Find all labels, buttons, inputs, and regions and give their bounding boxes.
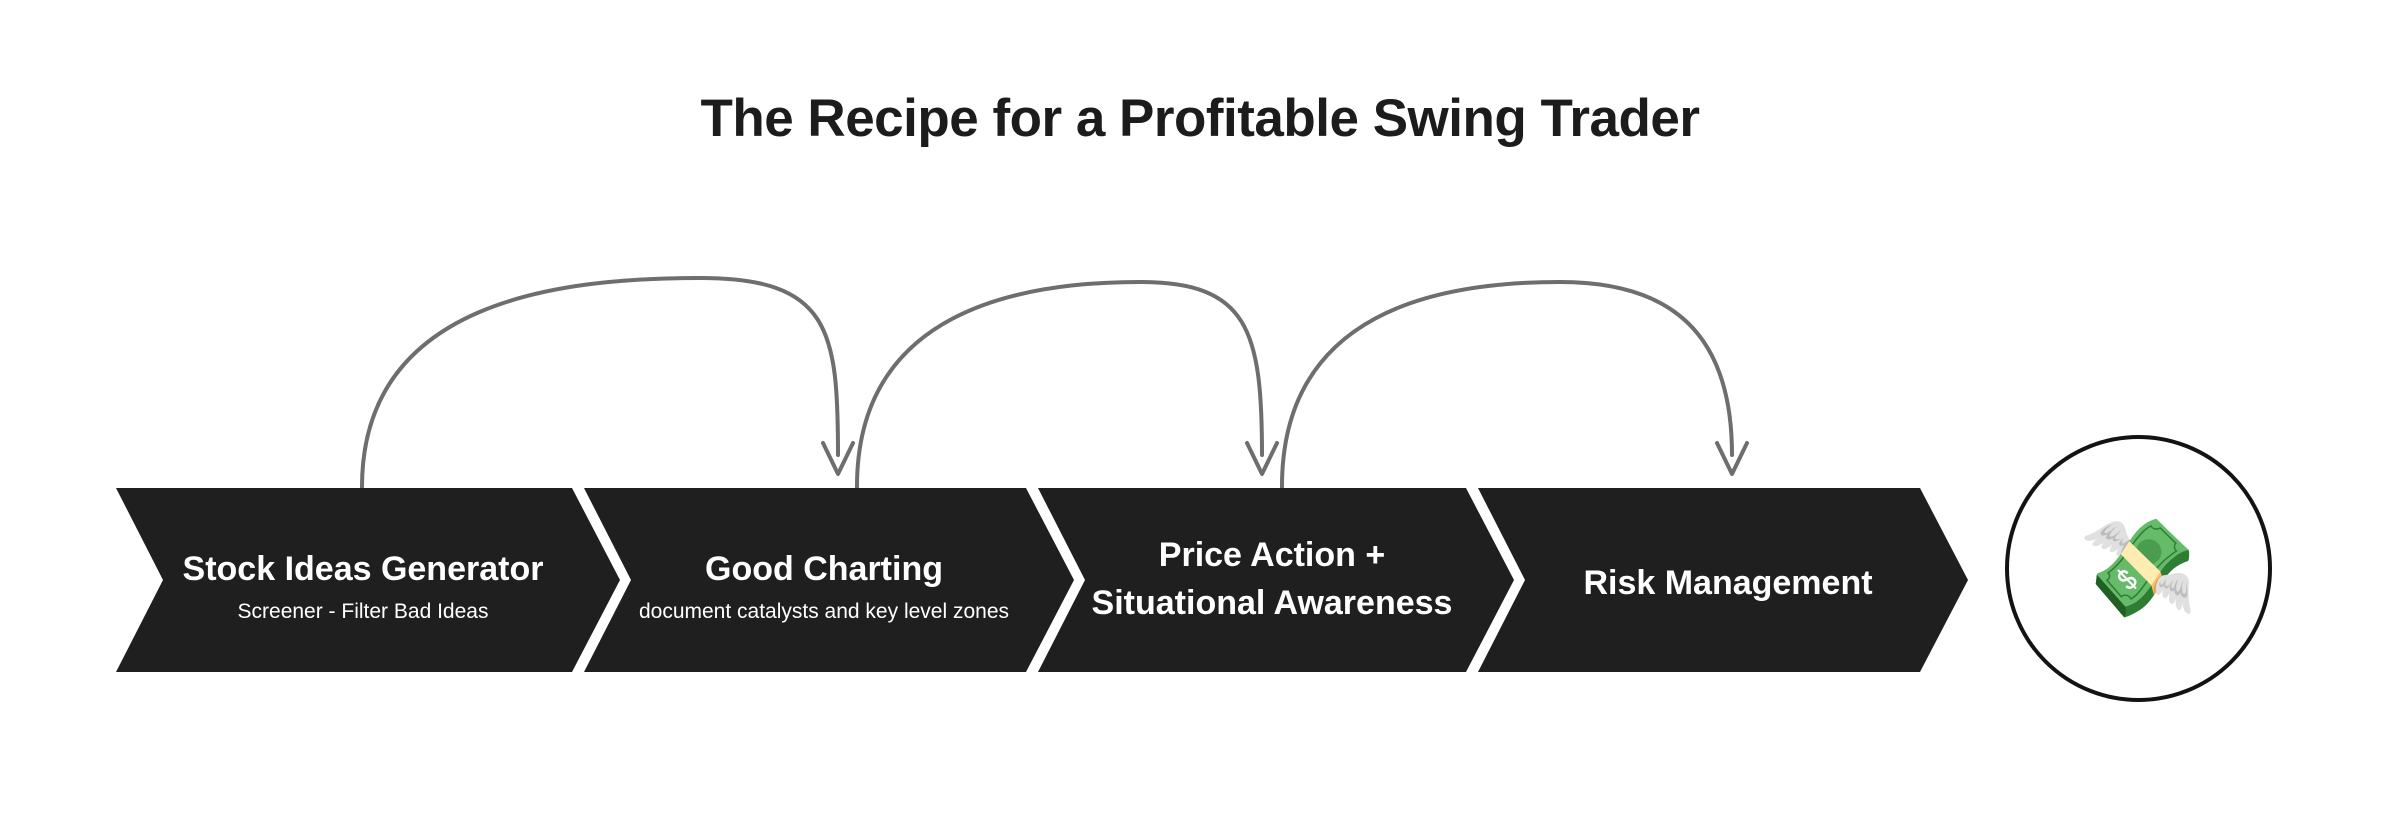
step-title: Stock Ideas Generator bbox=[183, 550, 544, 588]
arrow-curve bbox=[854, 279, 1264, 492]
arrow-head-icon bbox=[1715, 441, 1749, 476]
page-title: The Recipe for a Profitable Swing Trader bbox=[700, 89, 1700, 148]
money-with-wings-icon: 💸 bbox=[2078, 514, 2199, 622]
chevron-shape bbox=[584, 488, 1074, 672]
arrow-curve bbox=[1279, 279, 1734, 492]
chevron-shape bbox=[1038, 488, 1514, 672]
step-subtitle: document catalysts and key level zones bbox=[639, 600, 1009, 623]
arrow-curve bbox=[359, 275, 840, 492]
step-subtitle: Screener - Filter Bad Ideas bbox=[238, 600, 489, 623]
step-title-line-2: Situational Awareness bbox=[1092, 584, 1453, 622]
arrow-head-icon bbox=[1245, 441, 1279, 476]
chevron-shape bbox=[116, 488, 620, 672]
arrow-head-icon bbox=[821, 441, 855, 476]
chevron-shape bbox=[1478, 488, 1968, 672]
arrow-step2-to-step3 bbox=[854, 279, 1279, 492]
arrow-step1-to-step2 bbox=[359, 275, 855, 492]
outcome-badge: 💸 bbox=[2005, 435, 2272, 702]
process-step-1[interactable]: Stock Ideas Generator Screener - Filter … bbox=[116, 488, 620, 672]
step-title: Price Action + bbox=[1159, 536, 1385, 574]
step-title: Good Charting bbox=[705, 550, 943, 588]
arrow-group bbox=[359, 275, 1749, 492]
process-step-3[interactable]: Price Action + Situational Awareness bbox=[1038, 488, 1514, 672]
process-step-2[interactable]: Good Charting document catalysts and key… bbox=[584, 488, 1074, 672]
process-step-4[interactable]: Risk Management bbox=[1478, 488, 1968, 672]
step-title: Risk Management bbox=[1583, 564, 1872, 602]
arrow-step3-to-step4 bbox=[1279, 279, 1749, 492]
